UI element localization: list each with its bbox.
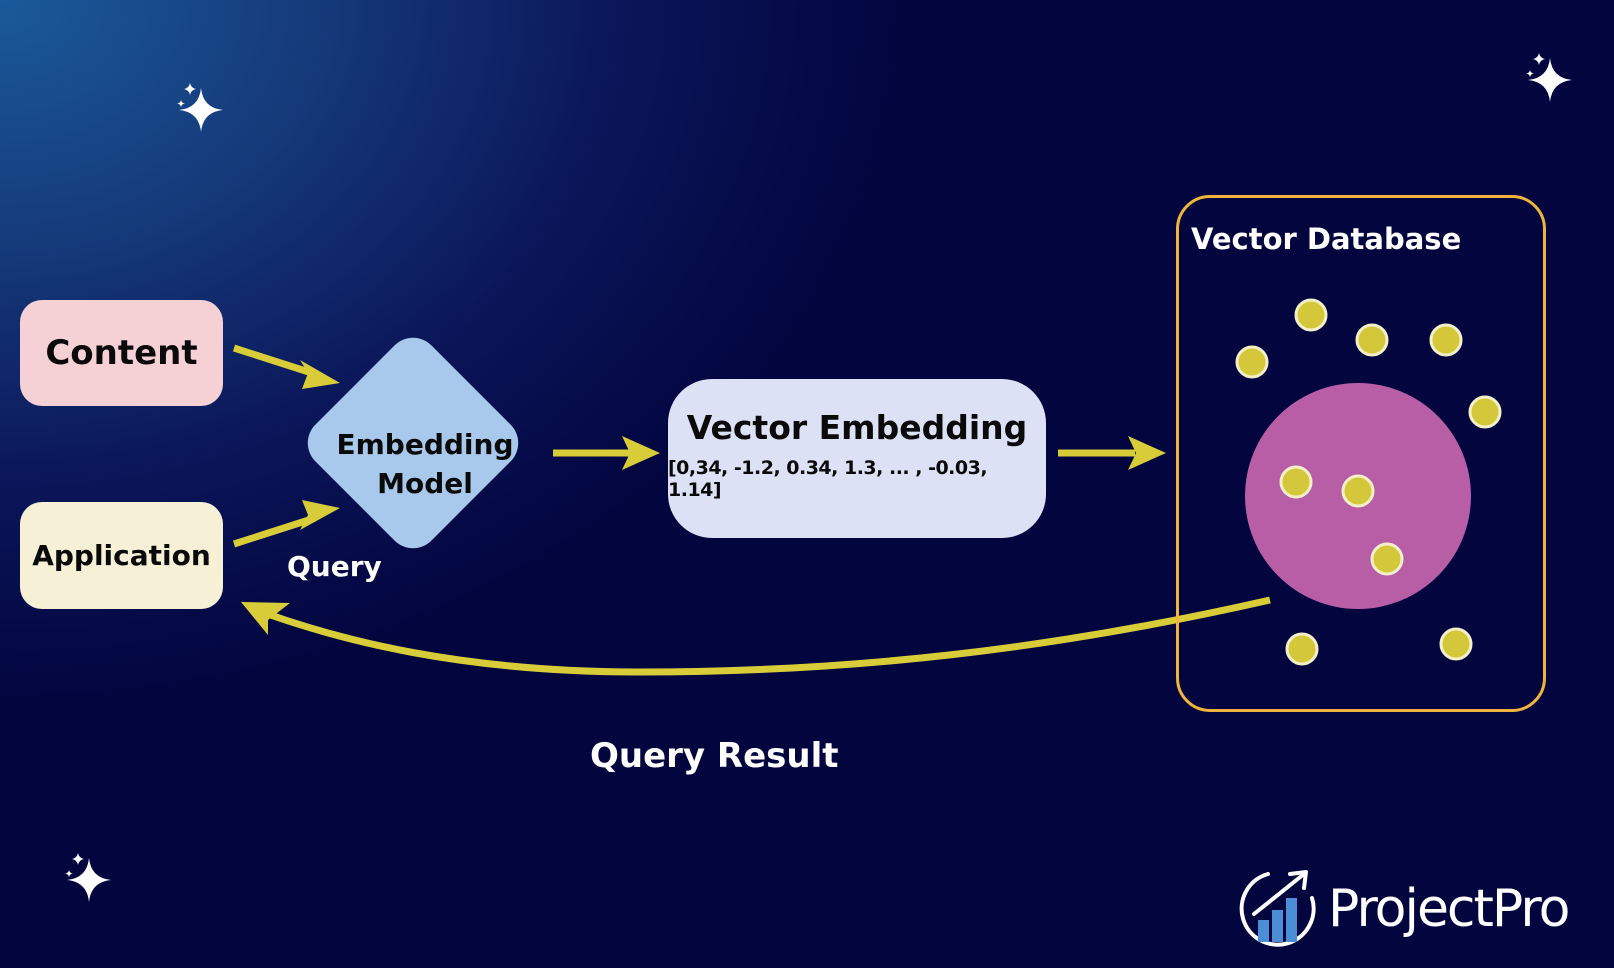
vector-database-frame bbox=[1176, 195, 1546, 712]
content-node: Content bbox=[20, 300, 223, 406]
vector-point-in-cluster bbox=[1341, 474, 1375, 508]
embedding-model-label-line1: Embedding bbox=[336, 428, 514, 461]
arrow-database-to-application bbox=[241, 596, 1271, 676]
vector-embedding-node: Vector Embedding [0,34, -1.2, 0.34, 1.3,… bbox=[668, 379, 1046, 538]
vector-embedding-values: [0,34, -1.2, 0.34, 1.3, ... , -0.03, 1.1… bbox=[668, 457, 988, 501]
content-label: Content bbox=[45, 333, 198, 373]
vector-point bbox=[1294, 298, 1328, 332]
arrow-model-to-embedding bbox=[553, 436, 660, 470]
vector-point bbox=[1439, 627, 1473, 661]
query-label: Query bbox=[287, 550, 382, 583]
arrow-application-to-model bbox=[232, 500, 340, 548]
vector-point bbox=[1235, 345, 1269, 379]
application-node: Application bbox=[20, 502, 223, 609]
embedding-model-label: Embedding Model bbox=[305, 425, 545, 503]
logo-text: ProjectPro bbox=[1328, 879, 1570, 939]
vector-point-in-cluster bbox=[1279, 465, 1313, 499]
vector-point bbox=[1285, 632, 1319, 666]
embedding-model-label-line2: Model bbox=[377, 467, 473, 500]
application-label: Application bbox=[32, 539, 211, 572]
vector-database-title: Vector Database bbox=[1191, 222, 1462, 256]
vector-point-in-cluster bbox=[1370, 542, 1404, 576]
arrow-content-to-model bbox=[232, 344, 340, 389]
arrow-embedding-to-database bbox=[1058, 436, 1166, 470]
query-result-label: Query Result bbox=[590, 736, 839, 776]
vector-point bbox=[1468, 395, 1502, 429]
growth-chart-icon bbox=[1239, 870, 1316, 947]
projectpro-logo: ProjectPro bbox=[1238, 868, 1570, 950]
vector-point bbox=[1355, 323, 1389, 357]
vector-embedding-title: Vector Embedding bbox=[686, 408, 1028, 447]
vector-point bbox=[1429, 323, 1463, 357]
